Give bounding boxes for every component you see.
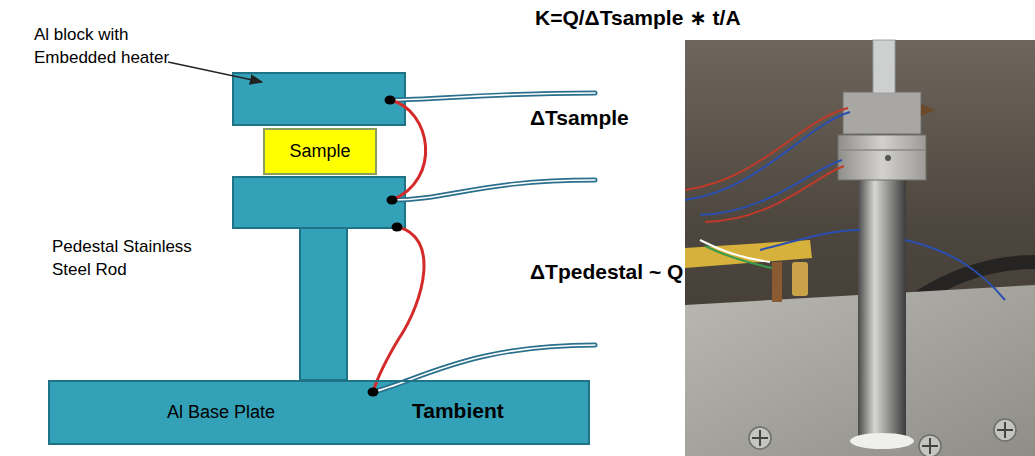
wire bbox=[705, 246, 772, 268]
wire bbox=[905, 240, 1005, 300]
screw-slot bbox=[922, 438, 938, 454]
sample-box: Sample bbox=[263, 128, 377, 175]
junction-dot bbox=[387, 196, 398, 205]
wire bbox=[760, 230, 860, 250]
thermal-paste bbox=[850, 433, 914, 449]
photo-wires bbox=[685, 108, 1005, 300]
lower-block bbox=[233, 177, 405, 228]
steel-rod-photo bbox=[858, 178, 906, 440]
screw bbox=[919, 435, 941, 456]
junction-dot bbox=[392, 223, 403, 232]
differential-wire bbox=[390, 100, 426, 200]
signal-label: ΔTsample bbox=[530, 104, 629, 132]
junction-dot bbox=[385, 96, 396, 105]
photo bbox=[685, 40, 1035, 456]
heater-block-photo bbox=[843, 92, 921, 134]
part-label: Pedestal Stainless Steel Rod bbox=[52, 236, 212, 282]
thermocouple-wire-core bbox=[390, 93, 595, 100]
junction-dot bbox=[368, 388, 379, 397]
thermocouple-wire-core bbox=[392, 180, 595, 200]
lower-block-photo bbox=[838, 135, 926, 180]
thermocouple-wire-core bbox=[373, 345, 595, 392]
block-groove bbox=[838, 149, 926, 151]
leader-arrow bbox=[168, 62, 262, 82]
wire bbox=[685, 108, 848, 190]
heater-lead bbox=[921, 104, 936, 116]
thermocouple-wires bbox=[373, 93, 595, 392]
node-text: Sample bbox=[289, 141, 350, 162]
pedestal-rod bbox=[300, 228, 347, 380]
thermocouple-wire bbox=[392, 180, 595, 200]
glass-rod bbox=[873, 40, 895, 93]
photo-background bbox=[685, 40, 1035, 456]
brass-post bbox=[792, 262, 808, 296]
formula: K=Q/ΔTsample ∗ t/A bbox=[535, 4, 741, 32]
block-hole bbox=[885, 155, 891, 161]
screw-slot bbox=[997, 422, 1013, 438]
base-plate-fill bbox=[48, 380, 590, 445]
screw bbox=[994, 419, 1016, 441]
screw-slot bbox=[752, 430, 768, 446]
thermocouple-wire bbox=[373, 345, 595, 392]
base-plate: Al Base Plate Tambient bbox=[48, 380, 590, 445]
node-text: Al Base Plate bbox=[167, 402, 275, 423]
node-text: Tambient bbox=[412, 399, 504, 423]
signal-label: ΔTpedestal ~ Q bbox=[530, 258, 683, 286]
wire bbox=[685, 112, 850, 200]
thermocouple-wire bbox=[390, 93, 595, 100]
differential-wire bbox=[373, 227, 424, 392]
wire bbox=[705, 166, 844, 222]
screw bbox=[749, 427, 771, 449]
copper-post bbox=[772, 262, 782, 302]
callout-label: Al block with Embedded heater bbox=[34, 24, 194, 70]
